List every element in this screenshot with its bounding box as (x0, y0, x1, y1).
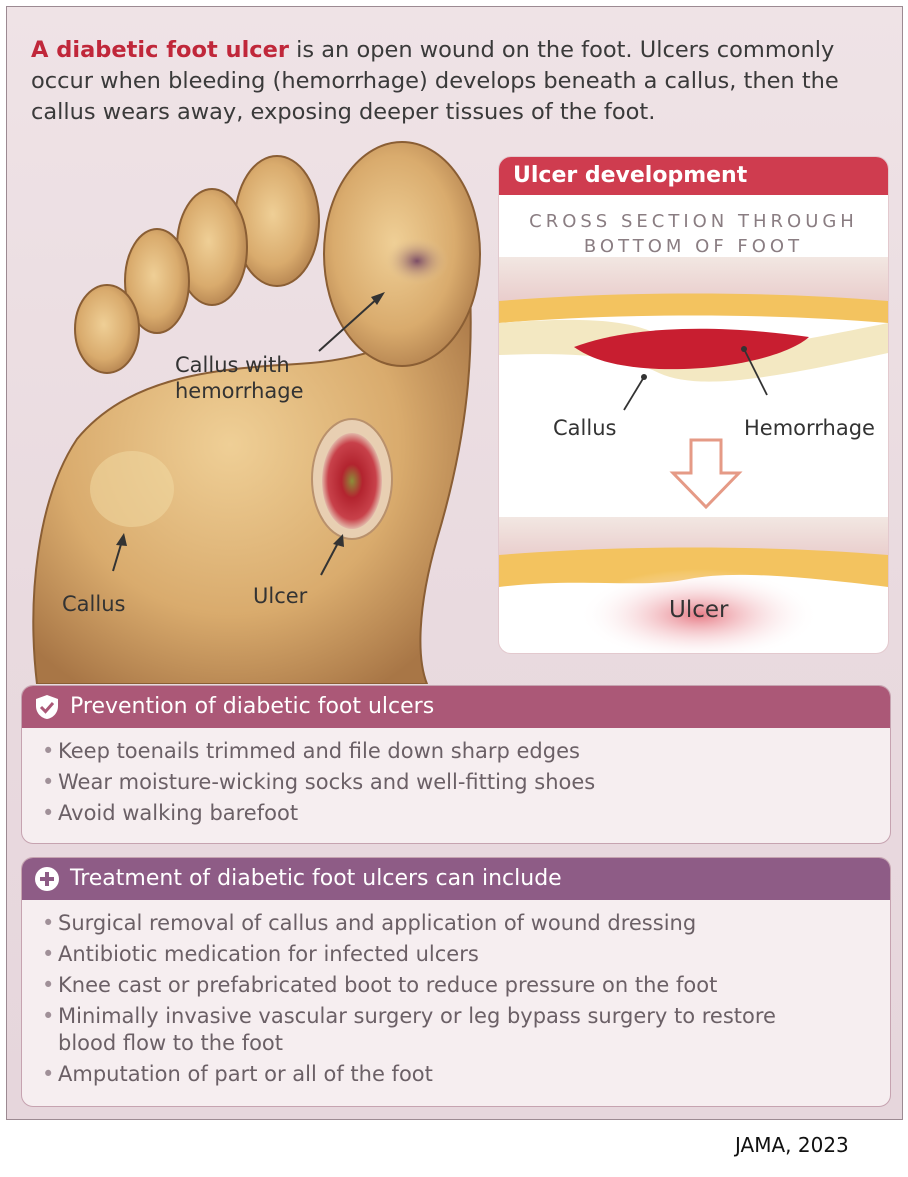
toe-4 (124, 228, 190, 334)
plus-circle-icon (35, 867, 59, 891)
foot-sole-drawing (32, 141, 481, 685)
panel-title: Ulcer development (499, 157, 888, 195)
list-item: Avoid walking barefoot (42, 798, 890, 829)
ulcer-glow (579, 569, 819, 653)
cross-section-drawing (499, 257, 888, 653)
intro-text: is an open wound on the foot. Ulcers com… (31, 37, 839, 125)
panel-label-hemorrhage: Hemorrhage (744, 416, 875, 440)
prevention-list: Keep toenails trimmed and file down shar… (22, 728, 890, 829)
top-fat-layer (499, 293, 888, 323)
list-item: Minimally invasive vascular surgery or l… (42, 1003, 818, 1057)
foot-illustration: Callus with hemorrhage Callus Ulcer (7, 139, 507, 685)
foot-label-callus: Callus (62, 592, 126, 616)
panel-label-ulcer: Ulcer (669, 597, 729, 623)
cross-section-subtitle: CROSS SECTION THROUGH BOTTOM OF FOOT (499, 209, 888, 259)
toe-2 (234, 155, 320, 287)
bottom-fat-layer (499, 547, 888, 587)
hemorrhage-shape (574, 328, 809, 370)
ulcer-wound (322, 433, 382, 529)
prevention-title: Prevention of diabetic foot ulcers (70, 694, 435, 719)
treatment-box: Treatment of diabetic foot ulcers can in… (21, 857, 891, 1107)
prevention-box: Prevention of diabetic foot ulcers Keep … (21, 685, 891, 844)
ulcer-development-panel: Ulcer development (499, 157, 888, 653)
list-item: Antibiotic medication for infected ulcer… (42, 939, 890, 970)
source-credit: JAMA, 2023 (735, 1133, 849, 1157)
callus-spot (90, 451, 174, 527)
callus-hemorrhage-spot (385, 237, 449, 285)
treatment-title: Treatment of diabetic foot ulcers can in… (70, 866, 562, 891)
list-item: Keep toenails trimmed and file down shar… (42, 736, 890, 767)
intro-paragraph: A diabetic foot ulcer is an open wound o… (31, 35, 871, 128)
list-item: Amputation of part or all of the foot (42, 1059, 890, 1090)
foot-label-line-1: Callus with (175, 353, 290, 377)
shield-check-icon (36, 695, 58, 719)
foot-label-line-2: hemorrhage (175, 379, 304, 403)
down-arrow-icon (669, 438, 743, 510)
foot-label-callus-hemorrhage: Callus with hemorrhage (175, 352, 304, 404)
list-item: Knee cast or prefabricated boot to reduc… (42, 970, 890, 1001)
treatment-list: Surgical removal of callus and applicati… (22, 900, 890, 1090)
infographic-frame: A diabetic foot ulcer is an open wound o… (6, 6, 903, 1120)
list-item: Surgical removal of callus and applicati… (42, 908, 890, 939)
toe-5 (74, 284, 140, 374)
panel-label-callus: Callus (553, 416, 617, 440)
foot-label-ulcer: Ulcer (253, 584, 308, 608)
subtitle-line-2: BOTTOM OF FOOT (583, 236, 804, 257)
list-item: Wear moisture-wicking socks and well-fit… (42, 767, 890, 798)
prevention-header: Prevention of diabetic foot ulcers (22, 686, 890, 728)
subtitle-line-1: CROSS SECTION THROUGH (529, 211, 858, 232)
treatment-header: Treatment of diabetic foot ulcers can in… (22, 858, 890, 900)
intro-lead: A diabetic foot ulcer (31, 37, 289, 63)
